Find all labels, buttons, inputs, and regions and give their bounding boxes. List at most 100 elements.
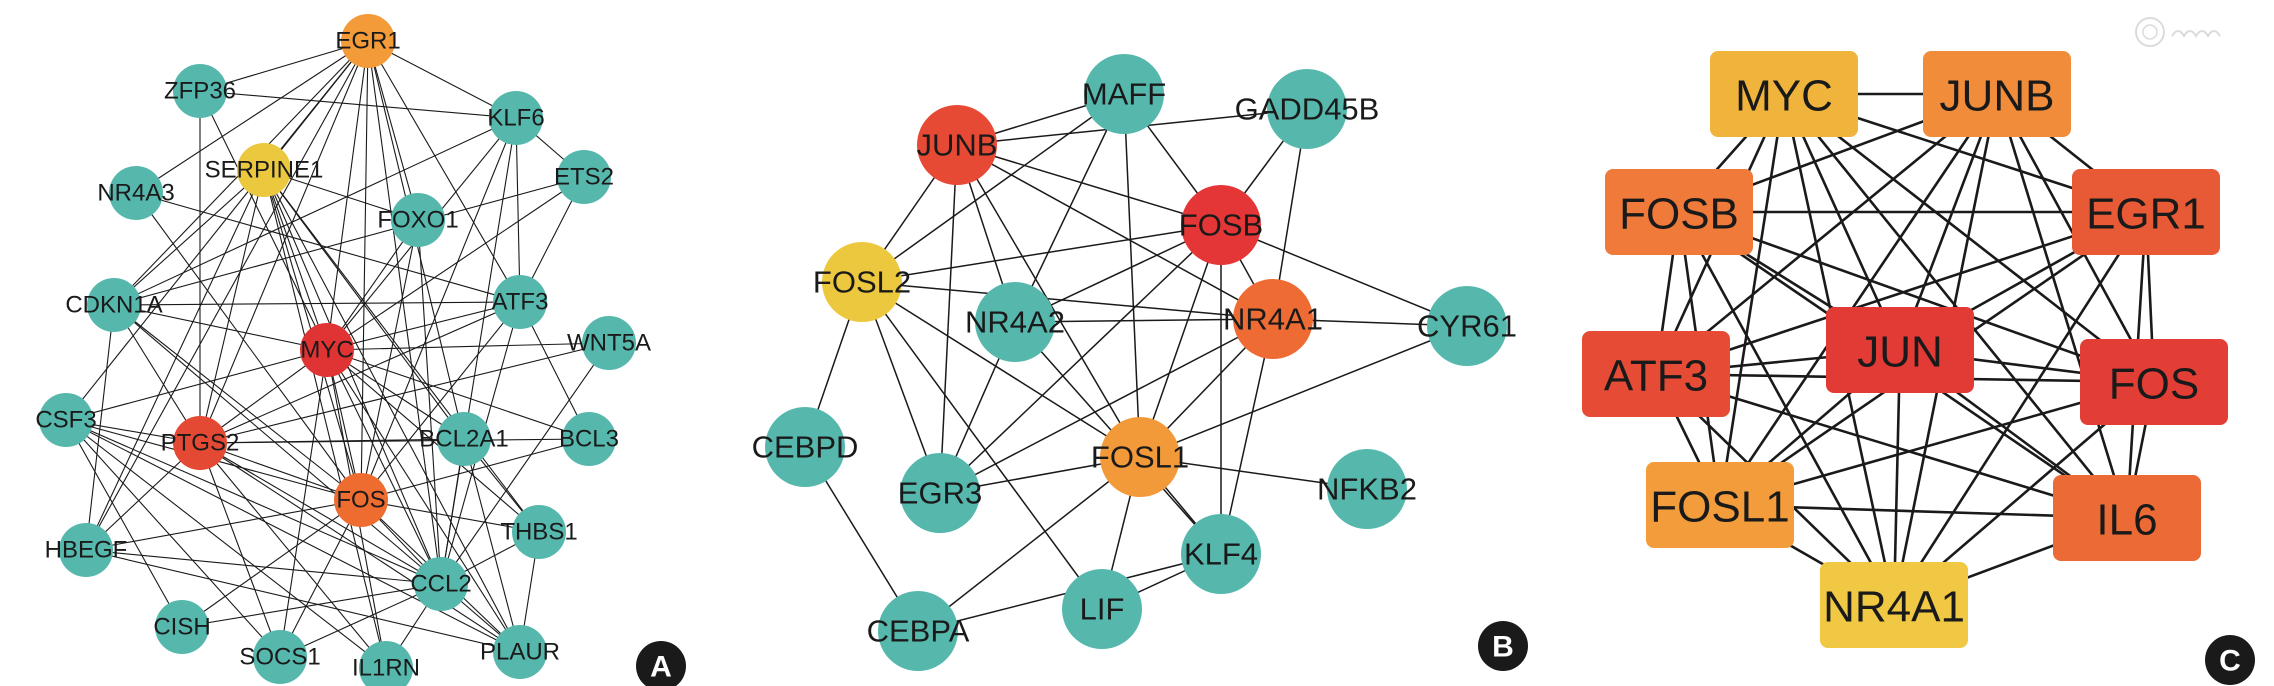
edge-cdkn1a-ptgs2 xyxy=(113,304,201,444)
node-cebpa[interactable]: CEBPA xyxy=(867,591,970,671)
node-myc[interactable]: MYC xyxy=(300,323,354,377)
node-cish[interactable]: CISH xyxy=(153,600,211,654)
node-bcl2a1[interactable]: BCL2A1 xyxy=(419,412,509,466)
node-label: EGR3 xyxy=(898,476,982,511)
node-cdkn1a[interactable]: CDKN1A xyxy=(65,278,163,332)
node-zfp36[interactable]: ZFP36 xyxy=(164,64,236,118)
node-foxo1[interactable]: FOXO1 xyxy=(377,193,459,247)
node-shape xyxy=(1084,54,1164,134)
node-nfkb2[interactable]: NFKB2 xyxy=(1317,449,1417,529)
node-junb[interactable]: JUNB xyxy=(1923,51,2071,137)
node-label: EGR1 xyxy=(2086,190,2206,239)
node-hbegf[interactable]: HBEGF xyxy=(45,523,128,577)
edge-egr1-nr4a3 xyxy=(135,40,369,194)
node-csf3[interactable]: CSF3 xyxy=(35,393,97,447)
node-thbs1[interactable]: THBS1 xyxy=(500,505,578,559)
node-label: EGR1 xyxy=(335,28,400,55)
edge-wnt5a-ptgs2 xyxy=(199,342,610,444)
node-egr1[interactable]: EGR1 xyxy=(2072,169,2220,255)
node-shape xyxy=(900,453,980,533)
edge-hbegf-plaur xyxy=(85,549,521,653)
edge-cdkn1a-myc xyxy=(113,304,328,351)
node-cebpd[interactable]: CEBPD xyxy=(752,407,859,487)
node-label: NR4A1 xyxy=(1223,302,1323,337)
node-shape xyxy=(1181,514,1261,594)
node-klf4[interactable]: KLF4 xyxy=(1181,514,1261,594)
node-label: MYC xyxy=(1735,72,1833,121)
edge-cdkn1a-fos xyxy=(113,304,362,501)
edge-myc-wnt5a xyxy=(326,342,610,351)
node-label: KLF4 xyxy=(1184,537,1258,572)
node-label: PLAUR xyxy=(480,639,560,666)
node-shape xyxy=(173,64,227,118)
node-shape xyxy=(1427,286,1507,366)
node-shape xyxy=(489,91,543,145)
node-maff[interactable]: MAFF xyxy=(1082,54,1166,134)
edge-fosb-cyr61 xyxy=(1220,224,1468,327)
edge-csf3-il1rn xyxy=(65,419,387,669)
node-shape xyxy=(562,412,616,466)
node-shape xyxy=(237,143,291,197)
node-shape xyxy=(253,630,307,684)
node-fos[interactable]: FOS xyxy=(2080,339,2228,425)
node-label: NR4A1 xyxy=(1823,583,1965,632)
node-lif[interactable]: LIF xyxy=(1062,569,1142,649)
node-label: CISH xyxy=(153,614,210,641)
edge-serpine1-plaur xyxy=(263,169,521,653)
node-label: GADD45B xyxy=(1235,92,1380,127)
node-shape xyxy=(359,641,413,686)
edge-egr1-atf3 xyxy=(1655,210,2147,376)
node-junb[interactable]: JUNB xyxy=(917,105,998,185)
edge-atf3-il6 xyxy=(1655,372,2128,520)
node-fosb[interactable]: FOSB xyxy=(1179,185,1263,265)
node-fosl1[interactable]: FOSL1 xyxy=(1646,462,1794,548)
node-atf3[interactable]: ATF3 xyxy=(492,275,549,329)
node-shape xyxy=(437,412,491,466)
node-shape xyxy=(1826,307,1974,393)
edge-ptgs2-plaur xyxy=(199,442,521,653)
node-label: FOS xyxy=(2109,360,2199,409)
node-nr4a1[interactable]: NR4A1 xyxy=(1223,279,1323,359)
node-label: CYR61 xyxy=(1417,309,1517,344)
node-gadd45b[interactable]: GADD45B xyxy=(1235,69,1380,149)
node-il1rn[interactable]: IL1RN xyxy=(352,641,420,686)
node-fosl2[interactable]: FOSL2 xyxy=(813,242,911,322)
node-egr1[interactable]: EGR1 xyxy=(335,14,401,68)
node-serpine1[interactable]: SERPINE1 xyxy=(205,143,324,197)
node-nr4a2[interactable]: NR4A2 xyxy=(965,282,1065,362)
edge-ets2-myc xyxy=(326,176,585,351)
node-label: JUNB xyxy=(1940,72,2055,121)
edge-zfp36-myc xyxy=(199,90,328,351)
edge-foxo1-ccl2 xyxy=(417,219,442,585)
node-ptgs2[interactable]: PTGS2 xyxy=(161,416,240,470)
node-wnt5a[interactable]: WNT5A xyxy=(567,316,651,370)
node-label: SOCS1 xyxy=(239,644,320,671)
edge-klf6-cdkn1a xyxy=(113,117,517,306)
node-myc[interactable]: MYC xyxy=(1710,51,1858,137)
node-socs1[interactable]: SOCS1 xyxy=(239,630,321,684)
node-egr3[interactable]: EGR3 xyxy=(898,453,982,533)
edge-atf3-myc xyxy=(326,301,521,351)
edge-fosl2-lif xyxy=(861,281,1103,610)
node-plaur[interactable]: PLAUR xyxy=(480,625,560,679)
edge-wnt5a-ccl2 xyxy=(440,342,610,585)
node-shape xyxy=(822,242,902,322)
node-fosl1[interactable]: FOSL1 xyxy=(1091,417,1189,497)
node-jun[interactable]: JUN xyxy=(1826,307,1974,393)
node-ets2[interactable]: ETS2 xyxy=(554,150,614,204)
node-fos[interactable]: FOS xyxy=(334,473,388,527)
node-bcl3[interactable]: BCL3 xyxy=(559,412,619,466)
node-il6[interactable]: IL6 xyxy=(2053,475,2201,561)
node-label: ZFP36 xyxy=(164,78,236,105)
node-ccl2[interactable]: CCL2 xyxy=(410,557,472,611)
node-fosb[interactable]: FOSB xyxy=(1605,169,1753,255)
node-shape xyxy=(975,282,1055,362)
node-cyr61[interactable]: CYR61 xyxy=(1417,286,1517,366)
node-klf6[interactable]: KLF6 xyxy=(487,91,545,145)
node-nr4a3[interactable]: NR4A3 xyxy=(97,166,175,220)
edge-ptgs2-il1rn xyxy=(199,442,387,669)
node-label: FOS xyxy=(336,487,385,514)
node-atf3[interactable]: ATF3 xyxy=(1582,331,1730,417)
node-nr4a1[interactable]: NR4A1 xyxy=(1820,562,1968,648)
